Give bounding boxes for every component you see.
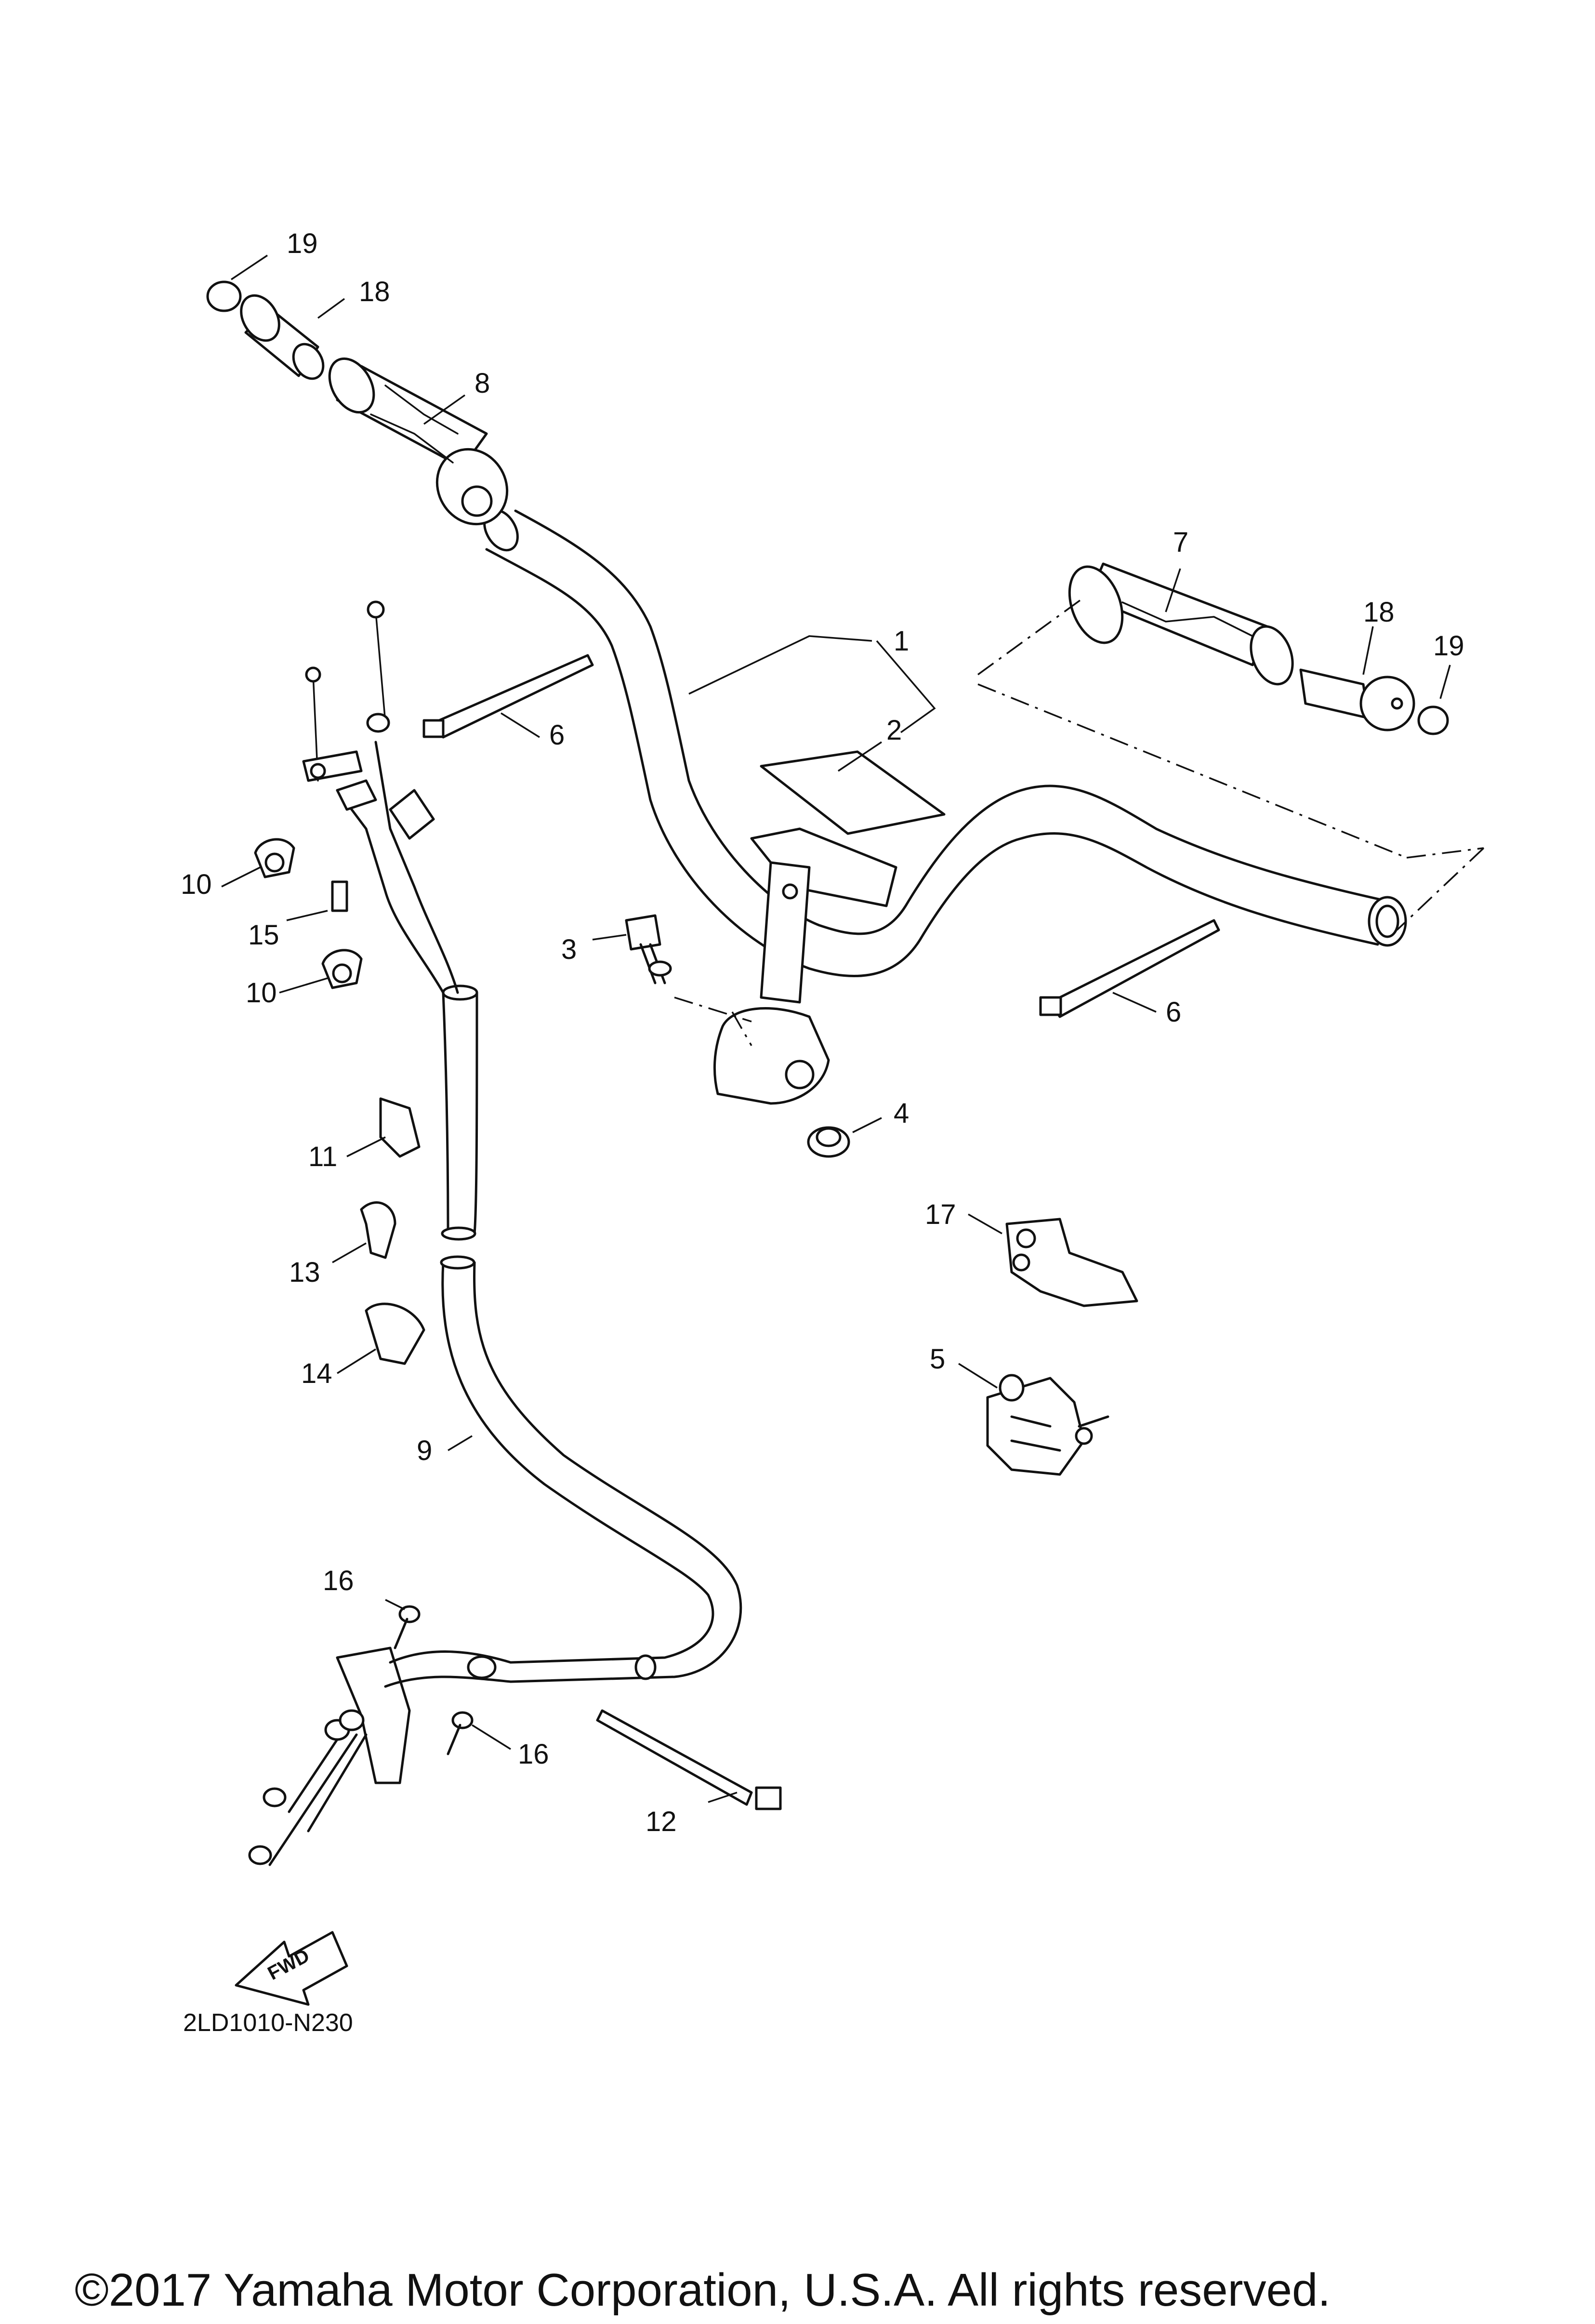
bolt [625, 914, 672, 984]
screw-16-upper [394, 1605, 421, 1649]
callout-10-lower: 10 [246, 977, 277, 1009]
callout-3: 3 [561, 934, 577, 965]
cable-tie-6-right [1039, 919, 1220, 1018]
callout-7: 7 [1173, 527, 1188, 558]
callout-9: 9 [417, 1435, 432, 1466]
lever-holder-5 [986, 1374, 1109, 1476]
screw-16-lower [447, 1711, 474, 1755]
handlebar [483, 508, 1407, 977]
handlebar-pad [760, 750, 946, 835]
callout-2: 2 [886, 715, 902, 746]
nut [807, 1126, 850, 1158]
clamp-11 [379, 1097, 421, 1158]
callout-18-right: 18 [1363, 597, 1395, 628]
diagram-code: 2LD1010-N230 [183, 2009, 353, 2037]
callout-4: 4 [894, 1098, 909, 1129]
clamp-10-lower [321, 949, 363, 989]
grip-end-right [1299, 668, 1415, 731]
callout-14: 14 [301, 1358, 332, 1389]
switch-17 [1005, 1218, 1138, 1307]
callout-10-upper: 10 [181, 869, 212, 900]
callout-19-right: 19 [1433, 630, 1464, 662]
grip-end-left [240, 294, 325, 380]
screw-15 [331, 880, 348, 912]
callout-15: 15 [248, 919, 279, 951]
alignment-lines [674, 597, 1485, 1046]
callout-18-left: 18 [359, 276, 390, 307]
callout-16-upper: 16 [323, 1565, 354, 1596]
callout-6-left: 6 [549, 719, 565, 751]
clamp-10-upper [254, 838, 295, 878]
cable-assembly [248, 600, 742, 1866]
callout-16-lower: 16 [518, 1739, 549, 1770]
cable-tie-6-left [422, 654, 594, 739]
leader-lines [221, 254, 1451, 1803]
callout-12: 12 [646, 1806, 677, 1837]
callout-5: 5 [930, 1343, 945, 1375]
fwd-arrow: FWD [235, 1931, 348, 2006]
cap-left [206, 280, 242, 312]
left-grip [328, 357, 509, 526]
callout-labels: 1 2 3 4 5 6 6 7 8 9 10 10 11 12 13 14 15… [181, 228, 1464, 1837]
right-grip [1068, 562, 1294, 686]
callout-1: 1 [894, 625, 909, 657]
callout-8: 8 [475, 368, 490, 399]
clamp-13 [360, 1201, 396, 1259]
handlebar-holder [713, 827, 897, 1105]
cable-tie-12 [596, 1709, 782, 1810]
callout-13: 13 [289, 1257, 320, 1288]
callout-11: 11 [308, 1141, 337, 1172]
callout-19-left: 19 [287, 228, 318, 259]
cap-right [1417, 705, 1449, 735]
callout-17: 17 [925, 1199, 956, 1230]
copyright-notice: ©2017 Yamaha Motor Corporation, U.S.A. A… [75, 2264, 1331, 2316]
callout-6-right: 6 [1166, 996, 1181, 1028]
clamp-14 [365, 1302, 425, 1365]
bar-end-right [1368, 896, 1407, 947]
